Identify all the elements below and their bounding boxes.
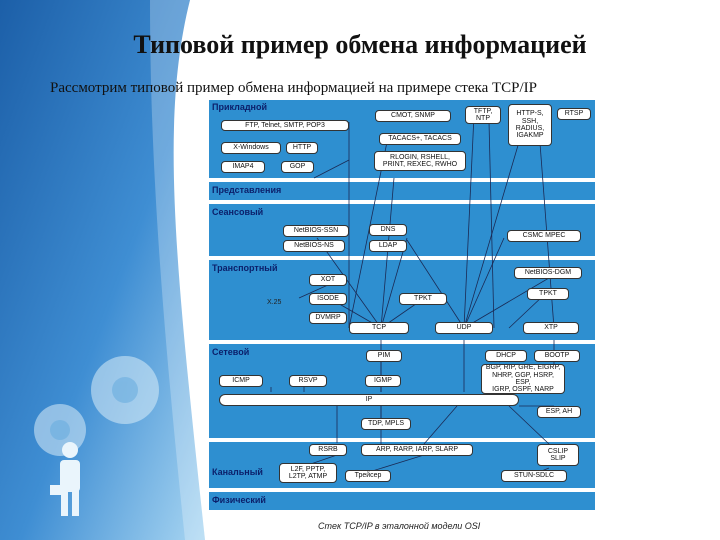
protocol-imap4: IMAP4	[221, 161, 265, 173]
protocol-xot: XOT	[309, 274, 347, 286]
protocol-icmp: ICMP	[219, 375, 263, 387]
layer-label-network: Сетевой	[212, 347, 250, 357]
protocol-dns: DNS	[369, 224, 407, 236]
protocol-bootp: BOOTP	[534, 350, 580, 362]
osi-diagram: Прикладной Представления Сеансовый Транс…	[209, 100, 595, 514]
layer-label-session: Сеансовый	[212, 207, 264, 217]
layer-label-application: Прикладной	[212, 102, 268, 112]
layer-label-presentation: Представления	[212, 185, 282, 195]
page-title: Типовой пример обмена информацией	[133, 30, 587, 59]
protocol-netbios-dgm: NetBIOS-DGM	[514, 267, 582, 279]
protocol-arp: ARP, RARP, IARP, SLARP	[361, 444, 473, 456]
gear-hole-icon	[50, 377, 138, 440]
protocol-ip: IP	[219, 394, 519, 406]
layer-label-datalink: Канальный	[212, 467, 263, 477]
protocol-stun-sdlc: STUN-SDLC	[501, 470, 567, 482]
layer-band-physical	[209, 492, 595, 510]
protocol-pim: PIM	[366, 350, 402, 362]
protocol-rlogin: RLOGIN, RSHELL, PRINT, REXEC, RWHO	[374, 151, 466, 171]
protocol-dhcp: DHCP	[485, 350, 527, 362]
protocol-ldap: LDAP	[369, 240, 407, 252]
protocol-tracer: Трейсер	[345, 470, 391, 482]
protocol-rsrb: RSRB	[309, 444, 347, 456]
protocol-dvmrp: DVMRP	[309, 312, 347, 324]
page-subtitle: Рассмотрим типовой пример обмена информа…	[50, 80, 537, 96]
protocol-netbios-ns: NetBIOS-NS	[283, 240, 345, 252]
protocol-tcp: TCP	[349, 322, 409, 334]
protocol-routing-group: BGP, RIP, GRE, EIGRP, NHRP, GGP, HSRP, E…	[481, 364, 565, 394]
protocol-ftp-telnet: FTP, Telnet, SMTP, POP3	[221, 120, 349, 131]
protocol-rsvp: RSVP	[289, 375, 327, 387]
protocol-xtp: XTP	[523, 322, 579, 334]
businessman-icon	[50, 442, 80, 516]
layer-label-transport: Транспортный	[212, 263, 278, 273]
layer-label-physical: Физический	[212, 495, 266, 505]
protocol-x-windows: X-Windows	[221, 142, 281, 154]
protocol-cslip-slip: CSLIP SLIP	[537, 444, 579, 466]
protocol-l2f-pptp: L2F, PPTP, L2TP, ATMP	[279, 463, 337, 483]
protocol-gop: GOP	[281, 161, 314, 173]
protocol-isode: ISODE	[309, 293, 347, 305]
protocol-rtsp: RTSP	[557, 108, 591, 120]
protocol-udp: UDP	[435, 322, 493, 334]
protocol-netbios-ssn: NetBIOS-SSN	[283, 225, 349, 237]
protocol-cmot-snmp: CMOT, SNMP	[375, 110, 451, 122]
protocol-http: HTTP	[286, 142, 318, 154]
protocol-tpkt-network: TPKT	[527, 288, 569, 300]
protocol-tdp-mpls: TDP, MPLS	[361, 418, 411, 430]
protocol-tftp-ntp: TFTP, NTP	[465, 106, 501, 124]
sidebar-highlight	[150, 0, 205, 540]
protocol-igmp: IGMP	[365, 375, 401, 387]
label-x25: X.25	[267, 299, 282, 306]
protocol-tacacs: TACACS+, TACACS	[379, 133, 461, 145]
protocol-https-ssh: HTTP-S, SSH, RADIUS, IGAKMP	[508, 104, 552, 146]
protocol-esp-ah: ESP, AH	[537, 406, 581, 418]
protocol-tpkt-transport: TPKT	[399, 293, 447, 305]
diagram-caption: Стек TCP/IP в эталонной модели OSI	[318, 521, 481, 531]
protocol-csmc-mpec: CSMC MPEC	[507, 230, 581, 242]
